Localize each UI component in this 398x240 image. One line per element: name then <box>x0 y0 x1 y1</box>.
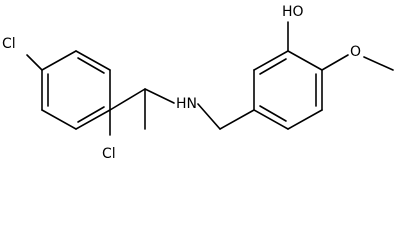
bond <box>75 50 111 71</box>
bond <box>41 109 77 130</box>
atom-cl-bottom: Cl <box>102 146 116 162</box>
dichlorophenyl-ring <box>41 50 111 130</box>
atom-cl-top: Cl <box>2 36 16 52</box>
bond <box>287 50 323 71</box>
atom-methoxy-oxygen: O <box>350 44 361 60</box>
double-bond <box>259 58 287 75</box>
bond <box>253 109 289 130</box>
double-bond <box>77 106 105 123</box>
bond-methoxy-o <box>321 54 349 71</box>
double-bond <box>259 105 287 122</box>
bond <box>287 109 323 130</box>
bond <box>253 50 289 71</box>
bond <box>41 50 77 71</box>
atom-hydroxyl: HO <box>282 4 304 20</box>
bond-ch-nh <box>144 88 175 104</box>
bond-ch2-ring <box>219 109 255 130</box>
bond-cl-top <box>26 54 43 71</box>
atom-amine: HN <box>176 96 197 112</box>
double-bond <box>77 57 105 74</box>
structure-canvas: Cl Cl HN HO O <box>2 4 394 162</box>
chemical-structure-diagram: Cl Cl HN HO O <box>2 4 394 162</box>
hydroxy-methoxyphenyl-ring <box>253 50 323 130</box>
bond-nh-ch2 <box>197 103 221 130</box>
bond-methoxy-ch3 <box>363 56 394 71</box>
bond-ring-ch <box>109 88 146 111</box>
bond <box>75 109 111 130</box>
